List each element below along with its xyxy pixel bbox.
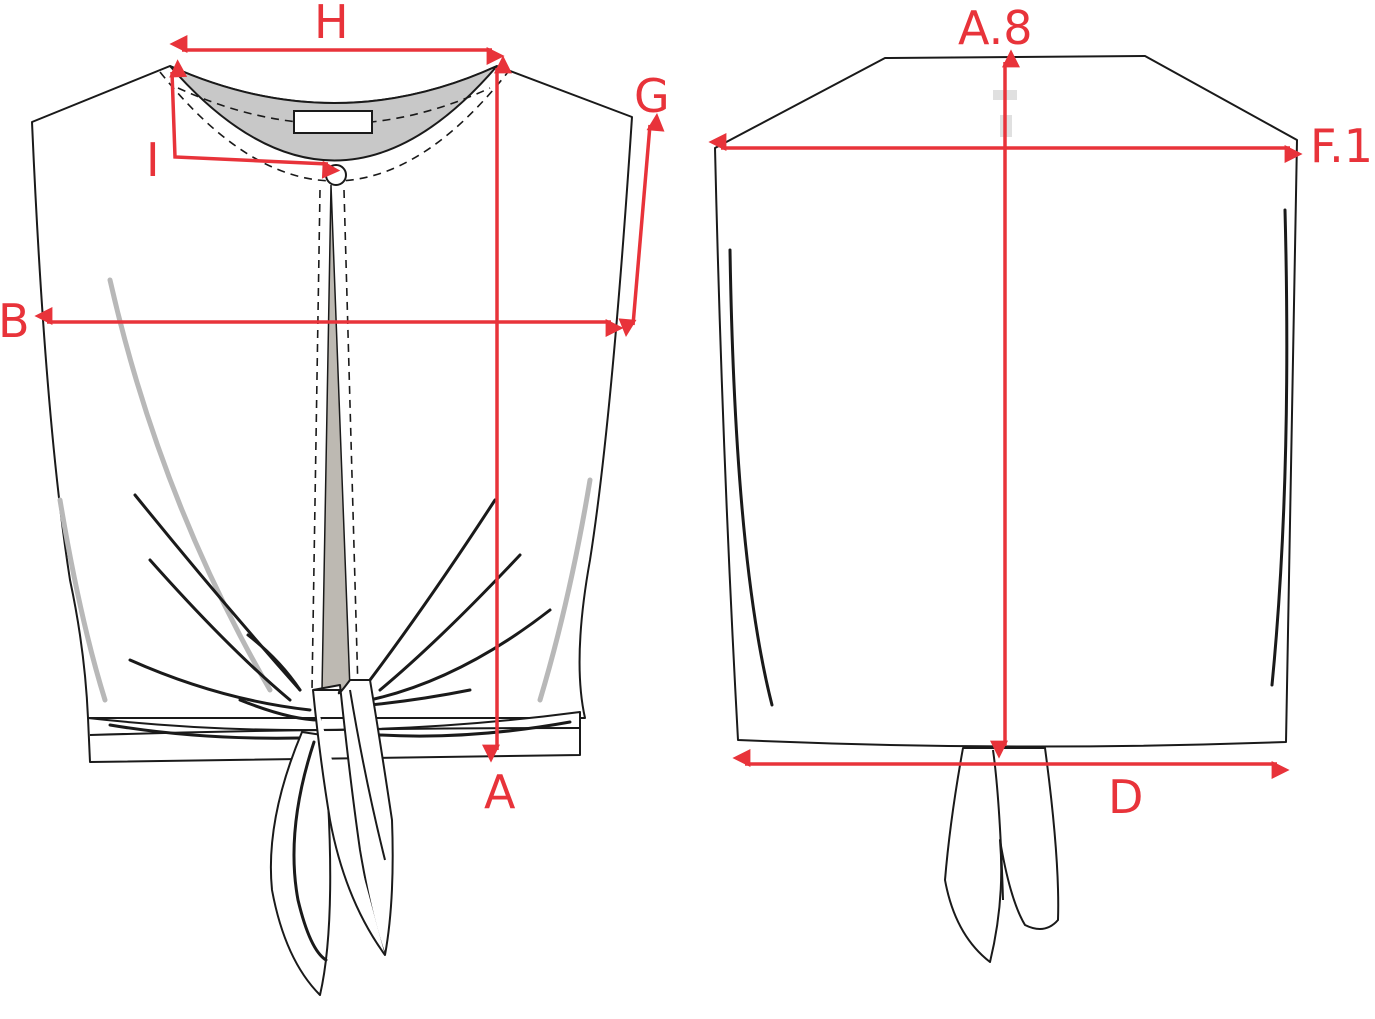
back-fold-left [728,248,774,707]
label-B: B [0,294,30,348]
label-A: A [484,765,516,819]
label-D: D [1108,770,1143,824]
measure-G [618,112,665,338]
label-I: I [146,133,160,187]
front-view [31,65,633,996]
front-tie [269,679,394,996]
label-F1: F.1 [1310,119,1373,173]
front-hem-band [87,711,581,763]
label-H: H [314,0,349,49]
back-fold-right [1270,208,1289,687]
measurement-arrows [34,35,1303,779]
label-A8: A.8 [958,1,1033,55]
measurement-labels: H G I B A A.8 F.1 D [0,0,1373,824]
neck-label-patch [293,110,373,134]
button [325,164,347,186]
label-G: G [634,69,670,123]
measure-I [169,59,341,179]
